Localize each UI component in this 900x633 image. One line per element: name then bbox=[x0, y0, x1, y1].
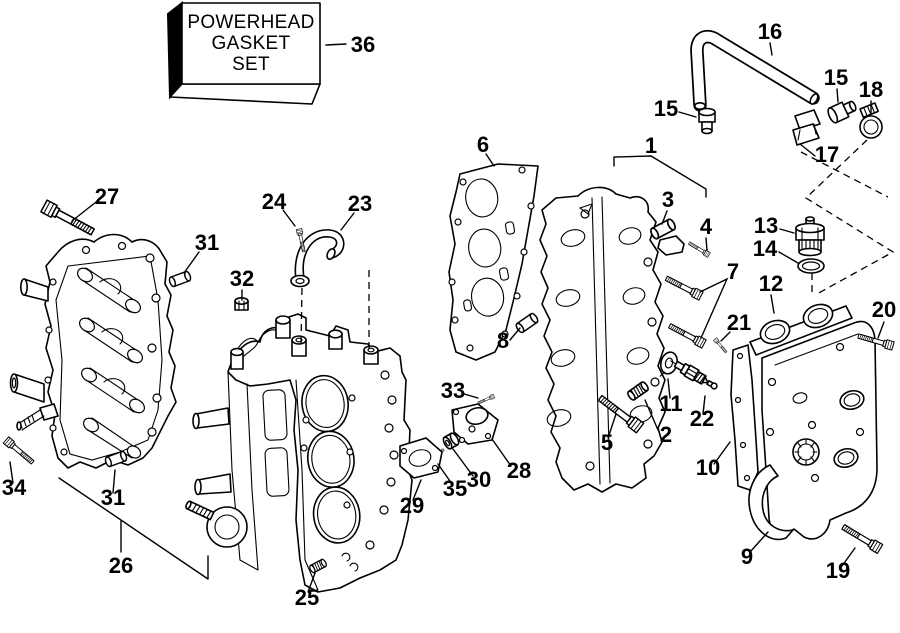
fitting-3 bbox=[648, 217, 685, 256]
callout-27: 27 bbox=[95, 184, 119, 209]
callout-35: 35 bbox=[443, 476, 467, 501]
callout-10: 10 bbox=[696, 455, 720, 480]
thermostat-housing-12 bbox=[749, 303, 853, 356]
callout-29: 29 bbox=[400, 493, 424, 518]
callout-36: 36 bbox=[351, 32, 375, 57]
callout-30: 30 bbox=[467, 467, 491, 492]
bolt-27 bbox=[40, 199, 97, 239]
bracket-26 bbox=[58, 477, 209, 580]
spark-plug-22 bbox=[670, 360, 718, 390]
crankcase-assembly bbox=[9, 233, 177, 469]
dowel-pin-31-top bbox=[167, 269, 193, 289]
strip-gasket-10 bbox=[730, 344, 759, 491]
callout-5: 5 bbox=[601, 430, 613, 455]
bolt-33 bbox=[477, 393, 496, 406]
callout-26: 26 bbox=[109, 553, 133, 578]
callout-31-top: 31 bbox=[195, 230, 219, 255]
screw-25 bbox=[308, 557, 328, 575]
callout-7: 7 bbox=[727, 259, 739, 284]
callout-11: 11 bbox=[659, 391, 682, 416]
o-ring-14 bbox=[797, 258, 825, 274]
callout-28: 28 bbox=[507, 458, 531, 483]
callout-13: 13 bbox=[754, 213, 778, 238]
gasket-29 bbox=[399, 437, 443, 479]
callout-6: 6 bbox=[477, 132, 489, 157]
stud-2 bbox=[625, 380, 651, 402]
callout-16: 16 bbox=[758, 19, 782, 44]
water-pipe-23 bbox=[290, 229, 345, 288]
gasket-box-line1: POWERHEAD bbox=[187, 12, 314, 33]
callout-32: 32 bbox=[230, 266, 254, 291]
callout-24: 24 bbox=[262, 189, 287, 214]
hose-clamp-18 bbox=[859, 102, 883, 139]
callout-31-bottom: 31 bbox=[101, 485, 125, 510]
callout-20: 20 bbox=[872, 297, 896, 322]
callout-34: 34 bbox=[2, 475, 27, 500]
callout-2: 2 bbox=[660, 422, 672, 447]
dowel-pin-31-bottom bbox=[103, 449, 129, 469]
head-gasket-6 bbox=[448, 163, 539, 361]
gasket-set-box: POWERHEAD GASKET SET bbox=[166, 0, 321, 105]
grommet-30 bbox=[442, 432, 460, 450]
breather-hose-16 bbox=[690, 30, 820, 112]
callout-23: 23 bbox=[348, 191, 372, 216]
callout-labels: 36 27 31 24 23 32 6 1 3 4 16 15 15 18 17… bbox=[2, 19, 896, 610]
wire-clamp-17 bbox=[792, 109, 821, 146]
cover-plate-28 bbox=[451, 403, 499, 445]
bolt-5 bbox=[595, 392, 645, 434]
bracket-1 bbox=[613, 155, 707, 198]
callout-leader-lines bbox=[9, 42, 885, 593]
bolt-21 bbox=[713, 337, 729, 354]
callout-14: 14 bbox=[753, 236, 778, 261]
callout-18: 18 bbox=[859, 77, 883, 102]
dashed-assembly-lines bbox=[300, 139, 895, 352]
callout-22: 22 bbox=[690, 406, 714, 431]
thermostat-cap-13 bbox=[795, 216, 825, 257]
callout-9: 9 bbox=[741, 544, 753, 569]
fitting-15-left bbox=[698, 107, 716, 135]
bolt-7-upper bbox=[663, 273, 704, 301]
callout-4: 4 bbox=[700, 214, 713, 239]
gasket-box-line2: GASKET bbox=[212, 33, 291, 54]
fitting-15-right bbox=[827, 100, 857, 124]
callout-19: 19 bbox=[826, 558, 850, 583]
callout-12: 12 bbox=[759, 271, 783, 296]
callout-21: 21 bbox=[727, 310, 751, 335]
bolt-19 bbox=[839, 521, 884, 555]
cylinder-head-cover-9 bbox=[748, 320, 878, 541]
callout-33: 33 bbox=[441, 378, 465, 403]
callout-3: 3 bbox=[662, 187, 674, 212]
callout-8: 8 bbox=[497, 328, 509, 353]
callout-17: 17 bbox=[815, 142, 839, 167]
bolt-34 bbox=[2, 436, 36, 467]
bolt-7-lower bbox=[666, 321, 707, 349]
callout-15-right: 15 bbox=[824, 65, 848, 90]
callout-1: 1 bbox=[645, 133, 657, 158]
gasket-box-line3: SET bbox=[232, 54, 270, 75]
callout-25: 25 bbox=[295, 585, 319, 610]
cylinder-block bbox=[185, 313, 413, 593]
bracket-7 bbox=[699, 277, 729, 339]
callout-15-left: 15 bbox=[654, 96, 678, 121]
